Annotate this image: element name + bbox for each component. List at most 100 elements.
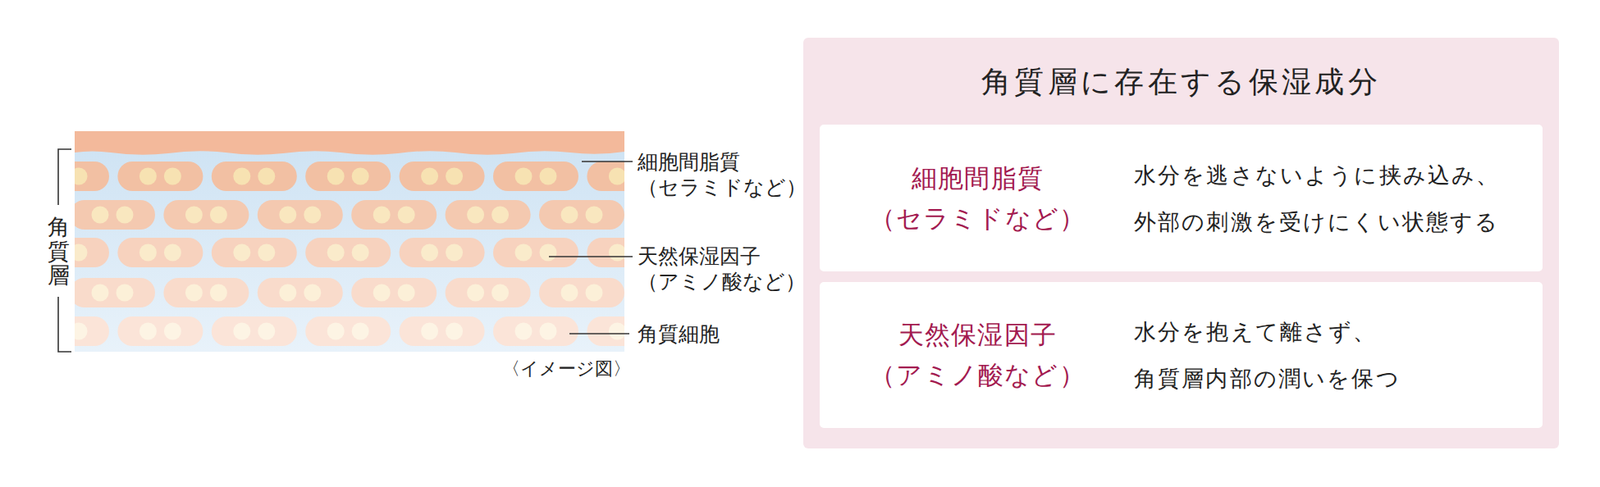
corneocyte xyxy=(305,316,391,347)
leader-line xyxy=(548,256,633,258)
corneocyte-body xyxy=(117,316,203,347)
corneocyte xyxy=(305,161,391,192)
corneocyte xyxy=(351,200,437,230)
corneocyte-body xyxy=(74,161,110,192)
amino-acid-dot xyxy=(585,284,604,302)
amino-acid-dot xyxy=(373,284,391,302)
corneocyte xyxy=(74,200,156,230)
amino-acid-dot xyxy=(116,206,134,224)
cell-row xyxy=(74,161,625,192)
amino-acid-dot xyxy=(539,168,558,186)
amino-acid-dot xyxy=(257,244,275,262)
amino-acid-dot xyxy=(185,284,203,302)
corneocyte-body xyxy=(493,161,579,192)
leader-label: 細胞間脂質 （セラミドなど） xyxy=(637,149,851,201)
corneocyte xyxy=(351,278,437,308)
corneocyte-body xyxy=(586,237,625,268)
corneocyte xyxy=(74,278,156,308)
corneocyte-body xyxy=(117,161,203,192)
skin-surface-band xyxy=(74,131,625,156)
leader-label: 角質細胞 xyxy=(637,321,802,348)
amino-acid-dot xyxy=(608,244,625,262)
amino-acid-dot xyxy=(515,323,533,341)
amino-acid-dot xyxy=(116,284,134,302)
amino-acid-dot xyxy=(74,168,88,186)
corneocyte xyxy=(163,200,249,230)
corneocyte-body xyxy=(163,200,249,230)
amino-acid-dot xyxy=(539,323,558,341)
amino-acid-dot xyxy=(233,323,251,341)
corneocyte xyxy=(445,278,531,308)
corneocyte-body xyxy=(163,278,249,308)
amino-acid-dot xyxy=(278,206,297,224)
corneocyte-body xyxy=(305,237,391,268)
amino-acid-dot xyxy=(445,323,463,341)
cell-row xyxy=(74,200,625,230)
corneocyte xyxy=(211,237,298,268)
corneocyte-body xyxy=(399,316,485,347)
amino-acid-dot xyxy=(466,206,485,224)
corneocyte xyxy=(539,278,625,308)
corneocyte-body xyxy=(74,316,110,347)
corneocyte xyxy=(399,237,485,268)
lipid-ground xyxy=(74,131,625,352)
amino-acid-dot xyxy=(164,168,182,186)
corneocyte-body xyxy=(351,200,437,230)
corneocyte xyxy=(211,316,298,347)
corneocyte xyxy=(74,161,110,192)
amino-acid-dot xyxy=(491,284,509,302)
corneocyte xyxy=(586,316,625,347)
amino-acid-dot xyxy=(91,206,110,224)
corneocyte xyxy=(117,316,203,347)
amino-acid-dot xyxy=(445,244,463,262)
amino-acid-dot xyxy=(139,168,157,186)
corneocyte-body xyxy=(74,200,156,230)
amino-acid-dot xyxy=(420,323,439,341)
amino-acid-dot xyxy=(210,206,228,224)
amino-acid-dot xyxy=(139,323,157,341)
amino-acid-dot xyxy=(539,244,558,262)
amino-acid-dot xyxy=(257,323,275,341)
info-panel: 角質層に存在する保湿成分細胞間脂質 （セラミドなど） 水分を逃さないように挟み込み… xyxy=(803,37,1559,449)
layer-name: 角質層 xyxy=(47,214,70,288)
amino-acid-dot xyxy=(515,168,533,186)
amino-acid-dot xyxy=(561,206,579,224)
corneocyte-body xyxy=(399,237,485,268)
corneocyte-body xyxy=(257,200,343,230)
amino-acid-dot xyxy=(91,284,110,302)
component-name: 細胞間脂質 （セラミドなど） xyxy=(844,158,1111,239)
corneocyte-body xyxy=(445,278,531,308)
corneocyte xyxy=(493,237,579,268)
corneocyte xyxy=(163,278,249,308)
corneocyte-body xyxy=(539,278,625,308)
amino-acid-dot xyxy=(491,206,509,224)
amino-acid-dot xyxy=(210,284,228,302)
corneocyte-body xyxy=(539,200,625,230)
amino-acid-dot xyxy=(74,323,88,341)
corneocyte-body xyxy=(117,237,203,268)
corneocyte xyxy=(399,316,485,347)
amino-acid-dot xyxy=(327,244,345,262)
amino-acid-dot xyxy=(74,244,88,262)
component-box: 天然保湿因子 （アミノ酸など）水分を抱えて離さず、 角質層内部の潤いを保つ xyxy=(819,282,1543,429)
corneocyte-body xyxy=(399,161,485,192)
image-caption: 〈イメージ図〉 xyxy=(502,358,642,380)
corneocyte xyxy=(586,161,625,192)
cell-row xyxy=(74,237,625,268)
amino-acid-dot xyxy=(352,244,370,262)
leader-line xyxy=(569,333,630,335)
panel-title: 角質層に存在する保湿成分 xyxy=(803,64,1559,101)
corneocyte-body xyxy=(445,200,531,230)
corneocyte xyxy=(74,316,110,347)
corneocyte xyxy=(211,161,298,192)
corneocyte xyxy=(399,161,485,192)
corneocyte-body xyxy=(351,278,437,308)
amino-acid-dot xyxy=(373,206,391,224)
amino-acid-dot xyxy=(185,206,203,224)
amino-acid-dot xyxy=(164,244,182,262)
corneocyte xyxy=(117,161,203,192)
corneocyte xyxy=(257,278,343,308)
component-description: 水分を逃さないように挟み込み、 外部の刺激を受けにくい状態する xyxy=(1133,151,1520,246)
amino-acid-dot xyxy=(466,284,485,302)
